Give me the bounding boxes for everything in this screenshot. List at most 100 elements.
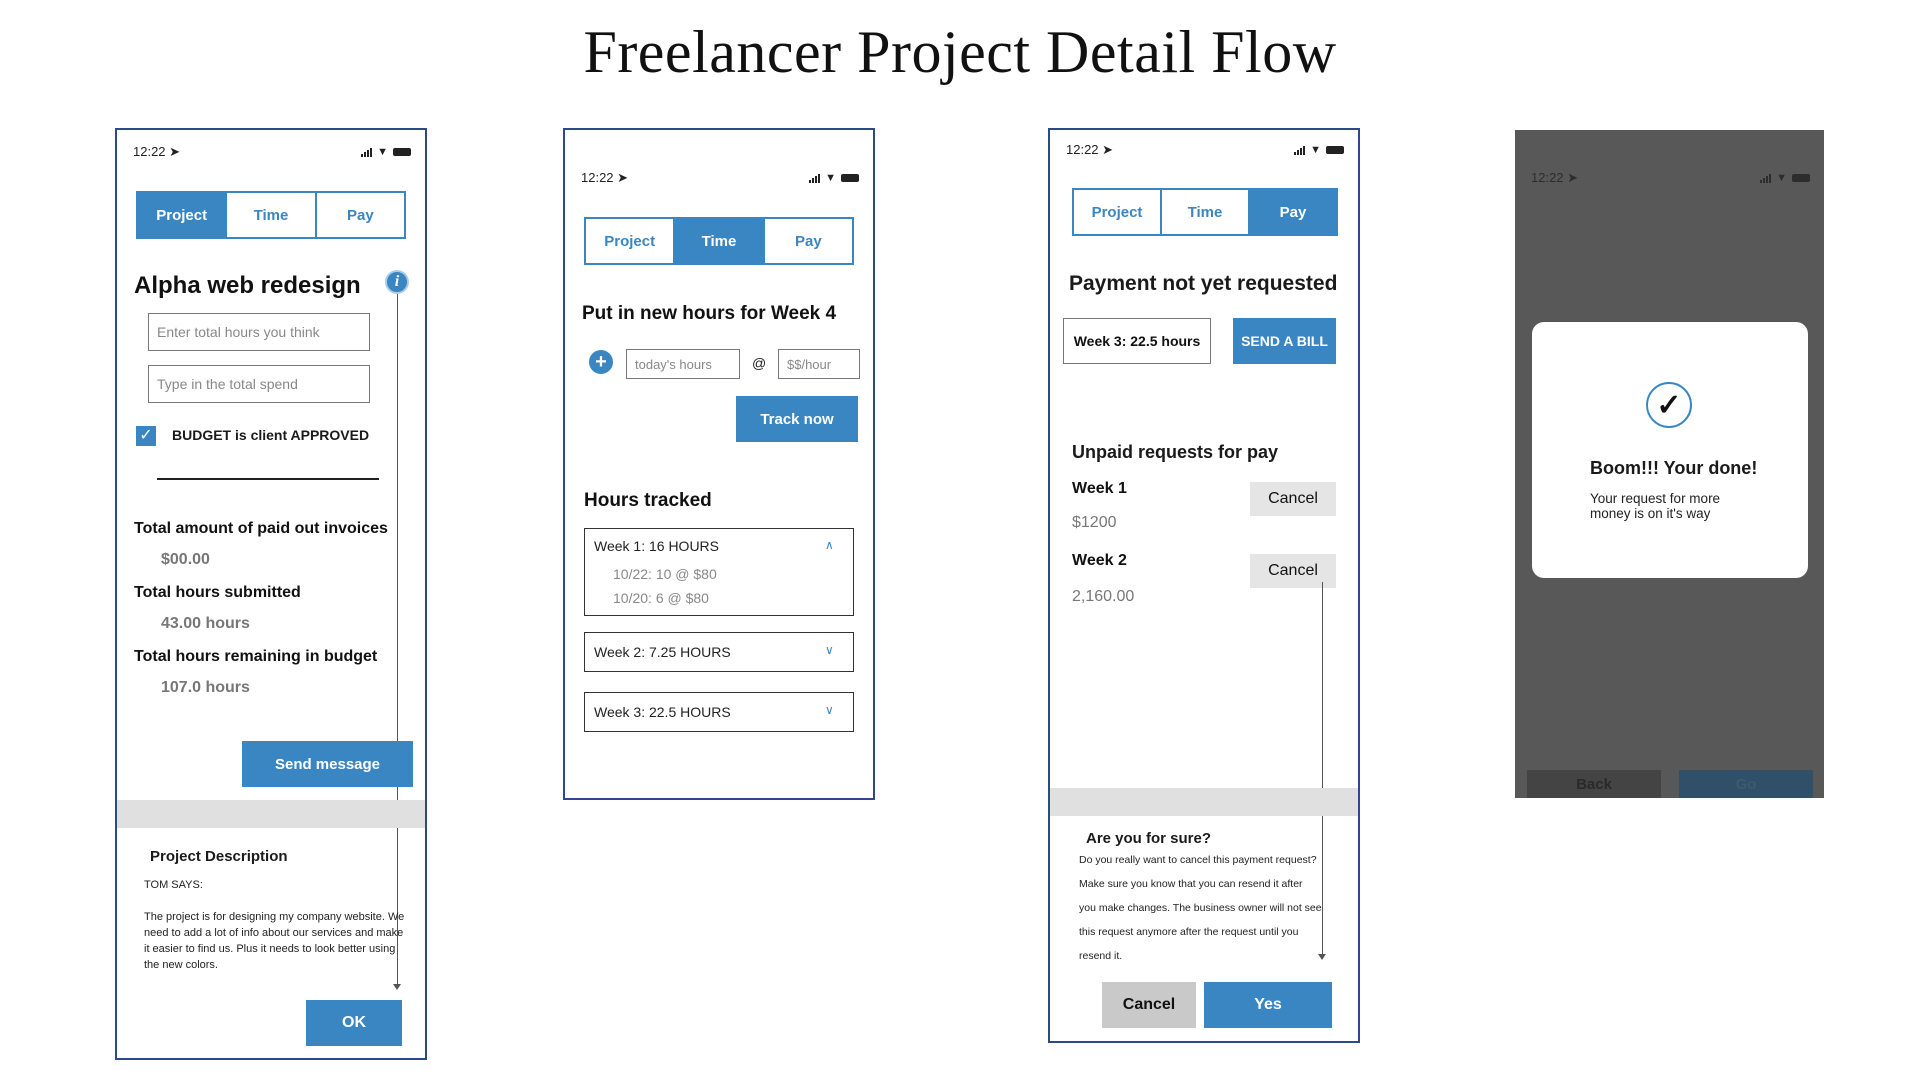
total-spend-input[interactable]: Type in the total spend [148, 365, 370, 403]
confirm-yes-button[interactable]: Yes [1204, 982, 1332, 1028]
screen-success: 12:22 ➤ ▼ ✓ Boom!!! Your done! Your requ… [1515, 130, 1824, 798]
time-entry: 10/22: 10 @ $80 [613, 566, 717, 582]
battery-icon [1792, 174, 1810, 182]
signal-icon [1760, 173, 1772, 183]
signal-icon [361, 147, 373, 157]
week-card[interactable]: Week 1: 16 HOURS ∧ 10/22: 10 @ $80 10/20… [584, 528, 854, 616]
tab-project[interactable]: Project [138, 193, 228, 237]
wifi-icon: ▼ [1776, 172, 1787, 184]
ok-button[interactable]: OK [306, 1000, 402, 1046]
request-week: Week 2 [1072, 552, 1127, 569]
hours-remaining-label: Total hours remaining in budget [134, 648, 378, 665]
confirm-line: you make changes. The business owner wil… [1079, 902, 1322, 914]
info-icon[interactable]: i [385, 270, 409, 294]
paid-invoices-value: $00.00 [161, 551, 210, 568]
tab-time[interactable]: Time [227, 193, 317, 237]
week-hours-field: Week 3: 22.5 hours [1063, 318, 1211, 364]
confirm-message: Do you really want to cancel this paymen… [1079, 848, 1349, 968]
budget-approved-label: BUDGET is client APPROVED [172, 427, 370, 443]
unpaid-requests-title: Unpaid requests for pay [1072, 442, 1279, 462]
hours-submitted-label: Total hours submitted [134, 584, 301, 601]
week-card-title: Week 3: 22.5 HOURS [594, 704, 731, 720]
chevron-down-icon[interactable]: ∨ [825, 643, 834, 657]
confirm-line: Do you really want to cancel this paymen… [1079, 854, 1317, 866]
payment-status-title: Payment not yet requested [1069, 272, 1338, 295]
battery-icon [841, 174, 859, 182]
tab-bar: Project Time Pay [584, 217, 854, 265]
track-now-button[interactable]: Track now [736, 396, 858, 442]
hours-tracked-title: Hours tracked [584, 490, 712, 511]
status-bar: 12:22 ➤ ▼ [1531, 170, 1810, 186]
hours-remaining-value: 107.0 hours [161, 679, 250, 696]
project-title: Alpha web redesign [134, 272, 361, 299]
week-card-title: Week 2: 7.25 HOURS [594, 644, 731, 660]
request-week: Week 1 [1072, 480, 1127, 497]
screen-time: 12:22 ➤ ▼ Project Time Pay Put in new ho… [563, 128, 875, 800]
tab-bar: Project Time Pay [136, 191, 406, 239]
new-hours-title: Put in new hours for Week 4 [582, 303, 837, 324]
status-time: 12:22 ➤ [1066, 142, 1114, 157]
wifi-icon: ▼ [825, 172, 836, 184]
estimated-hours-input[interactable]: Enter total hours you think [148, 313, 370, 351]
week-card[interactable]: Week 3: 22.5 HOURS ∨ [584, 692, 854, 732]
send-message-button[interactable]: Send message [242, 741, 413, 787]
status-time: 12:22 ➤ [133, 144, 181, 159]
status-time: 12:22 ➤ [1531, 170, 1579, 185]
go-button[interactable]: Go [1679, 770, 1813, 798]
request-amount: 2,160.00 [1072, 588, 1135, 605]
tab-project[interactable]: Project [586, 219, 676, 263]
tab-bar: Project Time Pay [1072, 188, 1338, 236]
tab-pay[interactable]: Pay [316, 193, 404, 237]
status-bar: 12:22 ➤ ▼ [581, 170, 859, 186]
description-text: The project is for designing my company … [144, 911, 405, 971]
request-amount: $1200 [1072, 514, 1117, 531]
status-bar: 12:22 ➤ ▼ [1066, 142, 1344, 158]
screen-pay: 12:22 ➤ ▼ Project Time Pay Payment not y… [1048, 128, 1360, 1043]
wifi-icon: ▼ [1310, 144, 1321, 156]
budget-approved-checkbox[interactable]: ✓ [136, 426, 156, 446]
cancel-request-button[interactable]: Cancel [1250, 554, 1336, 588]
wifi-icon: ▼ [377, 146, 388, 158]
success-modal: ✓ Boom!!! Your done! Your request for mo… [1532, 322, 1808, 578]
send-bill-button[interactable]: SEND A BILL [1233, 318, 1336, 364]
todays-hours-input[interactable]: today's hours [626, 349, 740, 379]
status-bar: 12:22 ➤ ▼ [133, 144, 411, 160]
confirm-line: Make sure you know that you can resend i… [1079, 878, 1303, 890]
screen-project: 12:22 ➤ ▼ Project Time Pay Alpha web red… [115, 128, 427, 1060]
confirm-line: this request anymore after the request u… [1079, 926, 1299, 938]
chevron-down-icon[interactable]: ∨ [825, 703, 834, 717]
tab-time[interactable]: Time [1162, 190, 1250, 234]
signal-icon [1294, 145, 1306, 155]
paid-invoices-label: Total amount of paid out invoices [134, 520, 388, 537]
tab-time[interactable]: Time [675, 219, 765, 263]
battery-icon [393, 148, 411, 156]
cancel-request-button[interactable]: Cancel [1250, 482, 1336, 516]
hours-submitted-value: 43.00 hours [161, 615, 250, 632]
tab-project[interactable]: Project [1074, 190, 1162, 234]
signal-icon [809, 173, 821, 183]
checkmark-icon: ✓ [1646, 382, 1692, 428]
divider [157, 478, 379, 480]
page-title: Freelancer Project Detail Flow [583, 19, 1337, 85]
success-message: Your request for more money is on it's w… [1590, 491, 1721, 521]
tab-pay[interactable]: Pay [764, 219, 852, 263]
battery-icon [1326, 146, 1344, 154]
add-hours-icon[interactable]: + [589, 350, 613, 374]
week-card-title: Week 1: 16 HOURS [594, 538, 720, 554]
section-separator [117, 800, 425, 828]
status-time: 12:22 ➤ [581, 170, 629, 185]
confirm-cancel-button[interactable]: Cancel [1102, 982, 1196, 1028]
flow-line [1322, 582, 1323, 956]
project-description-title: Project Description [150, 848, 288, 865]
at-symbol: @ [752, 355, 767, 371]
flow-arrow-icon [1318, 954, 1326, 960]
flow-arrow-icon [393, 984, 401, 990]
chevron-up-icon[interactable]: ∧ [825, 538, 834, 552]
section-separator [1050, 788, 1358, 816]
tab-pay[interactable]: Pay [1250, 190, 1336, 234]
week-card[interactable]: Week 2: 7.25 HOURS ∨ [584, 632, 854, 672]
back-button[interactable]: Back [1527, 770, 1661, 798]
hourly-rate-input[interactable]: $$/hour [778, 349, 860, 379]
time-entry: 10/20: 6 @ $80 [613, 590, 709, 606]
confirm-title: Are you for sure? [1086, 830, 1212, 847]
